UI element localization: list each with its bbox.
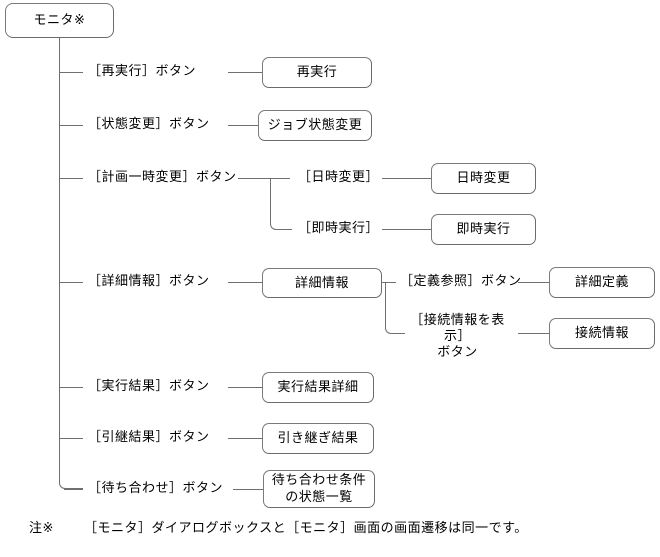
screen-node-wait-condition-status-list[interactable]: 待ち合わせ条件 の状態一覧: [263, 470, 375, 508]
sub-trunk-connector-3: [270, 178, 290, 230]
sub-branch-stub-3-1: [270, 178, 290, 179]
sub-branch-link-4-2: [518, 333, 550, 334]
branch-stub-3: [59, 178, 83, 179]
branch-link-2: [228, 125, 259, 126]
branch-stub-6: [59, 438, 83, 439]
main-trunk-connector: [59, 38, 83, 489]
screen-node-rerun[interactable]: 再実行: [262, 57, 372, 88]
screen-node-connection-info[interactable]: 接続情報: [549, 318, 655, 349]
sub-branch-link-3-2: [382, 229, 432, 230]
sub-branch-label-4-2: ［接続情報を表示］ ボタン: [410, 313, 505, 360]
branch-stub-2: [59, 125, 83, 126]
screen-node-execution-result-detail[interactable]: 実行結果詳細: [262, 372, 374, 403]
branch-label-5: ［実行結果］ボタン: [88, 379, 210, 394]
branch-link-4: [228, 282, 263, 283]
branch-link-5: [228, 387, 262, 388]
branch-stub-5: [59, 387, 83, 388]
branch-label-1: ［再実行］ボタン: [88, 64, 197, 79]
branch-link-3: [238, 178, 271, 179]
sub-branch-stub-3-2: [276, 229, 292, 230]
footnote-marker: 注※: [29, 521, 54, 536]
branch-label-4: ［詳細情報］ボタン: [88, 274, 210, 289]
root-node-monitor[interactable]: モニタ※: [5, 3, 114, 38]
branch-link-7: [233, 489, 264, 490]
sub-branch-label-3-2: ［即時実行］: [298, 221, 380, 236]
screen-node-takeover-result[interactable]: 引き継ぎ結果: [262, 423, 374, 454]
branch-label-2: ［状態変更］ボタン: [88, 117, 210, 132]
branch-stub-1: [59, 72, 83, 73]
branch-label-7: ［待ち合わせ］ボタン: [88, 481, 224, 496]
sub-branch-label-4-1: ［定義参照］ボタン: [400, 274, 522, 289]
branch-stub-7: [64, 489, 83, 490]
screen-node-job-status-change[interactable]: ジョブ状態変更: [258, 110, 372, 141]
screen-node-detail-info[interactable]: 詳細情報: [262, 268, 382, 298]
screen-node-detail-definition[interactable]: 詳細定義: [549, 267, 655, 298]
branch-stub-4: [59, 282, 83, 283]
sub-branch-link-4-1: [518, 282, 550, 283]
screen-node-datetime-change[interactable]: 日時変更: [431, 163, 536, 194]
branch-link-1: [228, 72, 262, 73]
sub-branch-stub-4-2: [391, 333, 400, 334]
sub-branch-link-3-1: [382, 178, 432, 179]
branch-label-6: ［引継結果］ボタン: [88, 430, 210, 445]
sub-branch-label-3-1: ［日時変更］: [298, 170, 380, 185]
screen-node-immediate-run[interactable]: 即時実行: [431, 214, 536, 245]
branch-link-6: [228, 438, 262, 439]
footnote-text: ［モニタ］ダイアログボックスと［モニタ］画面の画面遷移は同一です。: [84, 521, 528, 536]
branch-label-3: ［計画一時変更］ボタン: [88, 170, 237, 185]
